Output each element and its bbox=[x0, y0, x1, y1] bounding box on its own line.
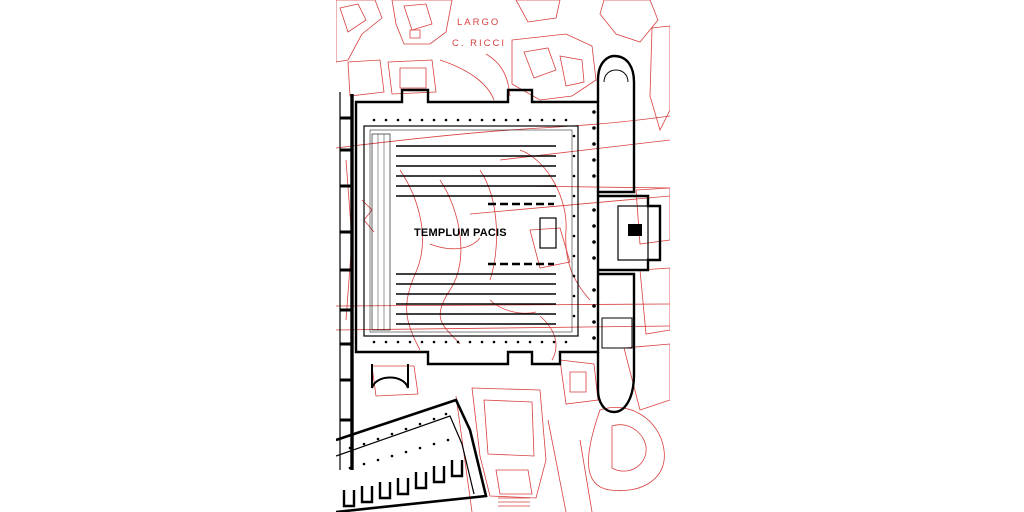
portico-line bbox=[369, 129, 573, 333]
adjacent-forum-outline bbox=[336, 398, 488, 512]
modern-contour-2 bbox=[439, 179, 462, 345]
modern-block-s-3 bbox=[495, 469, 533, 495]
cult-statue-base bbox=[628, 224, 642, 236]
modern-contour-4 bbox=[519, 149, 591, 301]
modern-block-left bbox=[347, 59, 385, 97]
modern-block-mid bbox=[511, 33, 597, 101]
modern-street-curve-2 bbox=[485, 53, 511, 97]
portico-columns-north bbox=[372, 118, 568, 122]
modern-contour-3 bbox=[479, 169, 497, 281]
west-portico-grid-lines bbox=[377, 134, 385, 330]
ancient-forum-plan bbox=[336, 54, 662, 512]
modern-street-s-2 bbox=[579, 439, 593, 512]
modern-block-e bbox=[649, 25, 670, 132]
adjacent-forum-colonnade bbox=[348, 412, 450, 470]
east-hall-apse bbox=[603, 69, 629, 83]
modern-road-cross bbox=[336, 303, 670, 307]
portico-columns-east bbox=[572, 134, 576, 318]
south-entrance bbox=[371, 364, 409, 389]
modern-contour-1 bbox=[399, 169, 423, 351]
modern-block-se bbox=[588, 407, 665, 492]
street-label-largo: LARGO bbox=[457, 17, 501, 28]
east-room-south bbox=[601, 317, 633, 349]
garden-beds-south bbox=[396, 273, 556, 325]
modern-city-overlay bbox=[336, 0, 670, 512]
temple-cella bbox=[617, 205, 649, 261]
modern-street-curve bbox=[439, 59, 495, 101]
east-hall-north bbox=[596, 54, 636, 194]
street-label-ricci: C. RICCI bbox=[452, 38, 506, 49]
west-portico-grid bbox=[371, 133, 391, 331]
modern-block-s bbox=[471, 387, 547, 499]
modern-block-se-2 bbox=[611, 424, 647, 472]
modern-street-s bbox=[547, 419, 567, 512]
east-colonnade bbox=[592, 110, 596, 340]
monument-label-templum-pacis: TEMPLUM PACIS bbox=[414, 227, 507, 239]
modern-block-ne bbox=[515, 0, 561, 23]
garden-beds-north bbox=[396, 145, 556, 197]
modern-contour-6 bbox=[429, 237, 481, 250]
modern-block-n-2 bbox=[403, 3, 433, 31]
modern-block-nw-2 bbox=[339, 3, 367, 33]
modern-block-n-3 bbox=[409, 29, 421, 39]
modern-block-east-3 bbox=[623, 343, 670, 411]
modern-block-mid-3 bbox=[559, 55, 585, 87]
modern-block-n bbox=[391, 0, 453, 45]
modern-road-diagonal-2 bbox=[499, 139, 670, 161]
modern-block-s-5 bbox=[569, 371, 587, 393]
temple-aedes bbox=[598, 194, 662, 272]
modern-block-s-4 bbox=[559, 359, 599, 405]
modern-block-ne-2 bbox=[599, 0, 659, 43]
modern-contour-7 bbox=[489, 299, 537, 314]
modern-block-s-2 bbox=[483, 399, 535, 457]
modern-block-mid-2 bbox=[523, 47, 557, 79]
portico-columns-south bbox=[372, 340, 568, 344]
modern-block-sw bbox=[371, 365, 419, 397]
modern-block-left-3 bbox=[399, 67, 427, 89]
modern-contour-8 bbox=[539, 315, 557, 361]
modern-road-diagonal bbox=[336, 115, 670, 149]
west-niches bbox=[340, 116, 352, 422]
modern-block-nw bbox=[336, 0, 383, 63]
portico-inner bbox=[363, 125, 579, 337]
modern-block-left-2 bbox=[387, 59, 437, 95]
altar-base bbox=[539, 217, 557, 249]
east-hall-south bbox=[596, 272, 636, 414]
modern-contour-5 bbox=[529, 227, 571, 269]
modern-block-east-2 bbox=[639, 267, 670, 335]
modern-road-cross-2 bbox=[336, 325, 670, 331]
adjacent-forum-shops bbox=[342, 460, 464, 508]
modern-steps bbox=[498, 497, 530, 507]
adjacent-forum-inner bbox=[336, 415, 475, 495]
modern-contour-9 bbox=[361, 199, 375, 233]
